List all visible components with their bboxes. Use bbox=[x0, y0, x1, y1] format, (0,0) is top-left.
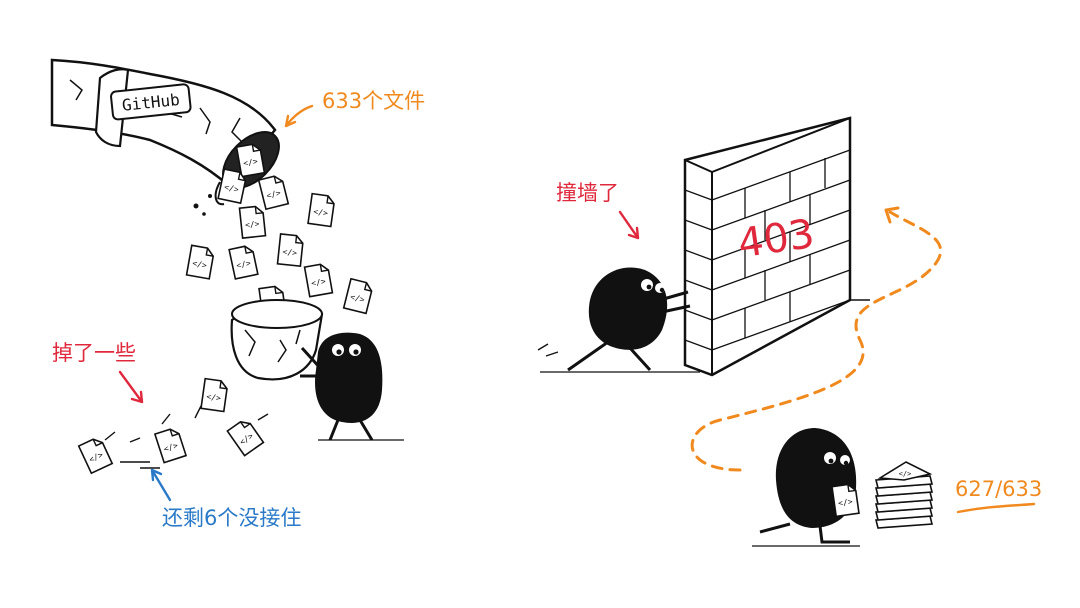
svg-text:撞墙了: 撞墙了 bbox=[556, 181, 619, 205]
svg-text:掉了一些: 掉了一些 bbox=[52, 341, 136, 365]
cracked-bucket bbox=[230, 299, 324, 381]
file-icon bbox=[276, 233, 305, 267]
dashed-path-arrow bbox=[690, 206, 943, 472]
annotation-missed: 还剩6个没接住 bbox=[150, 468, 301, 530]
file-icon bbox=[307, 192, 336, 228]
catcher-character bbox=[300, 332, 404, 441]
file-icon bbox=[185, 244, 216, 280]
file-stack: </> bbox=[874, 461, 934, 529]
file-icon bbox=[77, 435, 114, 475]
annotation-progress: 627/633 bbox=[955, 477, 1042, 514]
file-icon bbox=[154, 426, 187, 464]
dropped-files bbox=[77, 377, 269, 475]
file-icon bbox=[257, 173, 290, 211]
brick-wall: 403 bbox=[683, 116, 870, 377]
file-icon bbox=[342, 277, 375, 315]
sitting-character bbox=[752, 428, 860, 547]
file-icon bbox=[228, 244, 259, 280]
annotation-file-count: 633个文件 bbox=[284, 89, 425, 128]
annotation-dropped: 掉了一些 bbox=[52, 341, 144, 404]
cracked-pipe bbox=[50, 58, 280, 206]
file-icon bbox=[238, 205, 267, 239]
svg-text:还剩6个没接住: 还剩6个没接住 bbox=[162, 506, 301, 530]
file-icon bbox=[303, 262, 334, 298]
svg-text:627/633: 627/633 bbox=[955, 477, 1042, 501]
annotation-hit-wall: 撞墙了 bbox=[556, 181, 640, 240]
pipe-name-tag: GitHub bbox=[110, 83, 192, 121]
pushing-character bbox=[537, 267, 700, 373]
file-icon bbox=[200, 377, 229, 413]
water-drops bbox=[193, 194, 212, 216]
svg-text:633个文件: 633个文件 bbox=[322, 89, 425, 113]
svg-text:</>: </> bbox=[899, 470, 912, 478]
file-icon bbox=[226, 417, 265, 457]
error-code: 403 bbox=[735, 211, 817, 267]
